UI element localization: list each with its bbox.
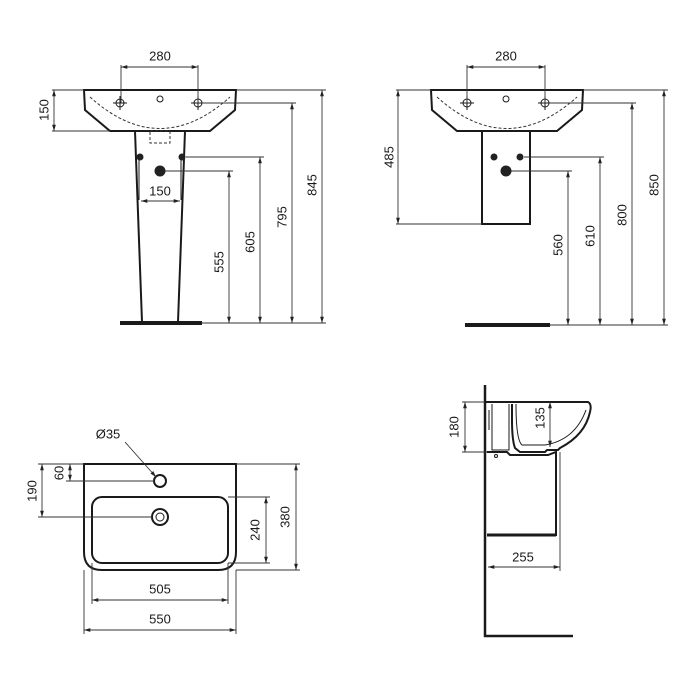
supply-point-icon [490,153,498,161]
bowl-hidden-line [89,96,231,129]
dim-supply-height: 610 [582,225,597,247]
dim-basin-width: 550 [149,611,171,626]
tap-body-profile [488,404,510,451]
dim-waste-offset: 190 [24,480,39,502]
pedestal-inner-line [138,160,182,200]
extension-line [165,89,326,324]
dim-rim-height: 850 [646,174,661,196]
extension-line [511,89,668,326]
dim-pedestal-gap: 150 [149,183,171,198]
supply-point-icon [178,153,186,161]
dim-basin-depth: 380 [277,506,292,528]
semipedestal-side-outline [487,450,557,536]
semipedestal-outline [481,131,531,225]
supply-point-icon [516,153,524,161]
extension-line [396,89,482,225]
dim-tap-spacing: 280 [149,48,171,63]
waste-trap-hidden-line [149,130,171,144]
dim-tap-height: 800 [614,204,629,226]
dim-bowl-depth: 135 [532,407,547,429]
dim-tap-height: 795 [274,206,289,228]
drain-icon [151,508,169,526]
dim-projection: 255 [512,549,534,564]
extension-line [83,563,237,634]
wall-and-floor [483,385,573,638]
bowl-inner-profile [515,403,587,446]
basin-side-profile [485,401,592,453]
waste-point-icon [154,165,166,177]
dim-semipedestal-height: 485 [381,146,396,168]
dim-tap-hole-diameter: Ø35 [96,426,121,441]
pedestal-outline [134,130,186,323]
dim-waste-height: 560 [550,234,565,256]
leader-line [124,441,157,478]
plan-view: Ø35 60 190 240 380 505 550 [24,426,300,634]
dim-bowl-width: 505 [149,581,171,596]
waste-point-icon [500,165,512,177]
side-view: 180 135 255 [446,385,592,638]
dim-tap-spacing: 280 [495,48,517,63]
supply-point-icon [136,153,144,161]
dim-bowl-depth: 240 [247,519,262,541]
dim-supply-height: 605 [242,231,257,253]
front-view-semipedestal: 280 485 560 610 800 850 [381,48,668,327]
overflow-icon [502,95,510,103]
dim-tap-offset: 60 [51,466,66,480]
extension-line [466,65,546,103]
extension-line [462,401,487,453]
extension-line [52,89,110,132]
front-view-pedestal: 280 150 150 555 605 795 845 [36,48,326,325]
basin-plan-outline [83,463,237,571]
bowl-hidden-line [436,96,578,129]
overflow-icon [156,95,164,103]
extension-line [38,463,154,518]
dim-rim-height: 845 [304,174,319,196]
dim-basin-height: 180 [446,416,461,438]
tap-hole-icon [113,96,127,110]
extension-line [120,65,199,103]
fixing-point-icon [494,454,498,458]
bowl-outline [91,496,229,564]
dim-waste-height: 555 [211,251,226,273]
dim-basin-height: 150 [36,99,51,121]
extension-line [228,463,300,571]
